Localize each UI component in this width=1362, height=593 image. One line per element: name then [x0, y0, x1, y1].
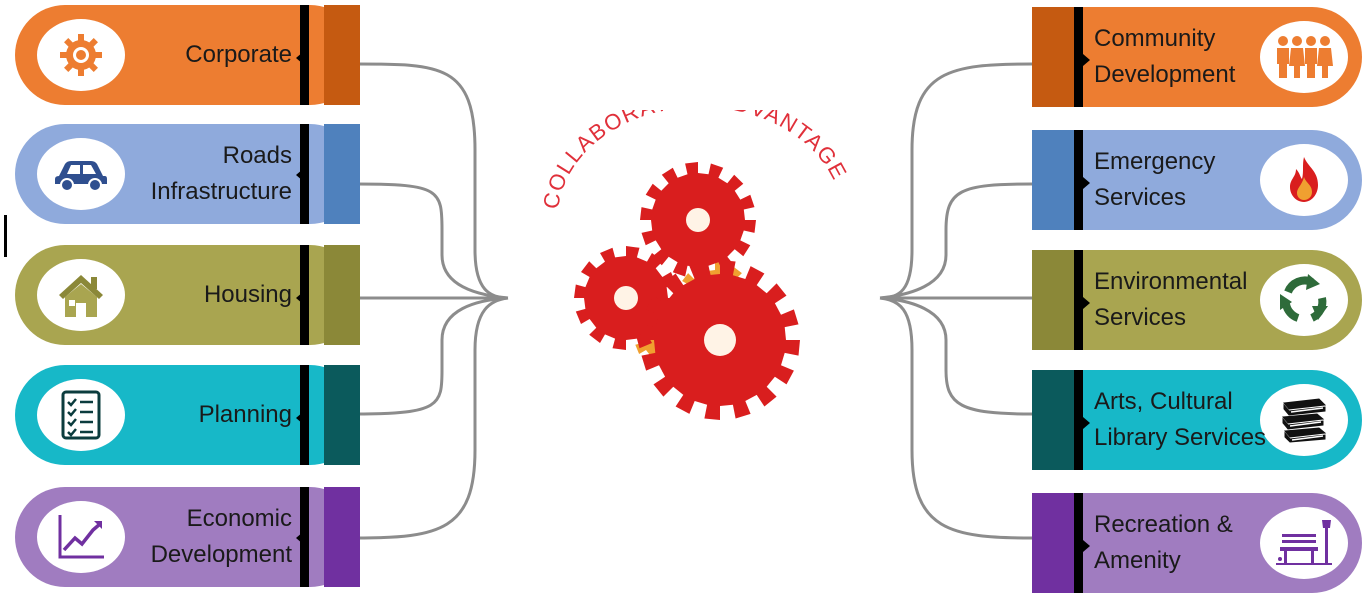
pill-divider	[300, 487, 309, 587]
left-pill-housing: Housing	[15, 245, 360, 345]
icon-badge	[1260, 144, 1348, 216]
icon-badge	[37, 501, 125, 573]
pill-label-line: Services	[1094, 184, 1187, 211]
pill-divider	[300, 365, 309, 465]
icon-badge	[1260, 384, 1348, 456]
people-icon	[1277, 36, 1333, 78]
pointer-arrow	[1083, 540, 1090, 552]
pill-divider	[300, 124, 309, 224]
icon-badge	[37, 259, 125, 331]
pill-label-line: Development	[150, 541, 292, 568]
icon-badge	[37, 19, 125, 91]
pointer-arrow	[1083, 177, 1090, 189]
books-icon	[1282, 398, 1327, 443]
pill-divider	[1074, 130, 1083, 230]
pill-label: Housing	[82, 245, 292, 345]
pointer-arrow	[296, 52, 303, 64]
icon-badge	[37, 379, 125, 451]
pill-divider	[1074, 370, 1083, 470]
gears-illustration	[574, 162, 800, 420]
pill-tab	[324, 487, 360, 587]
pill-label-line: Corporate	[185, 41, 292, 68]
pill-label: Planning	[82, 365, 292, 465]
left-pill-planning: Planning	[15, 365, 360, 465]
pill-label-line: Environmental	[1094, 268, 1248, 295]
pill-label-line: Library Services	[1094, 424, 1267, 451]
pill-label-line: Economic	[186, 505, 292, 532]
right-pill-recreation-amenity: Recreation & Amenity	[1032, 493, 1362, 593]
car-icon	[55, 161, 107, 192]
pill-label: Recreation & Amenity	[1094, 493, 1294, 593]
pill-tab	[324, 124, 360, 224]
house-icon	[59, 275, 103, 317]
pill-label-line: Roads	[222, 142, 292, 169]
pointer-arrow	[296, 292, 303, 304]
pill-label-line: Planning	[198, 401, 292, 428]
pill-tab	[1032, 493, 1074, 593]
fire-icon	[1290, 157, 1318, 202]
divider-mark	[4, 215, 7, 257]
pill-tab	[1032, 7, 1074, 107]
pill-tab	[1032, 250, 1074, 350]
pill-label-line: Emergency	[1094, 148, 1216, 175]
pointer-arrow	[296, 532, 303, 544]
pill-divider	[1074, 493, 1083, 593]
pill-tab	[1032, 370, 1074, 470]
pill-divider	[1074, 250, 1083, 350]
pointer-arrow	[296, 169, 303, 181]
pointer-arrow	[1083, 417, 1090, 429]
icon-badge	[1260, 264, 1348, 336]
pill-label-line: Services	[1094, 304, 1187, 331]
pill-tab	[324, 245, 360, 345]
gear-left	[574, 246, 678, 350]
pill-label-line: Amenity	[1094, 547, 1181, 574]
pill-divider	[300, 245, 309, 345]
pill-label: Corporate	[82, 5, 292, 105]
growth-chart-icon	[58, 515, 104, 559]
park-bench-icon	[1276, 520, 1332, 565]
pill-tab	[324, 5, 360, 105]
pill-divider	[300, 5, 309, 105]
gear-top	[640, 162, 756, 278]
pill-label-line: Recreation &	[1094, 511, 1233, 538]
pill-label-line: Community	[1094, 25, 1216, 52]
pill-tab	[1032, 130, 1074, 230]
left-pill-corporate: Corporate	[15, 5, 360, 105]
gear-large	[640, 260, 800, 420]
pill-label-line: Arts, Cultural	[1094, 388, 1233, 415]
gear-icon	[60, 34, 102, 76]
recycle-icon	[1280, 274, 1328, 322]
checklist-icon	[61, 390, 101, 440]
icon-badge	[37, 138, 125, 210]
icon-badge	[1260, 21, 1348, 93]
pill-label-line: Infrastructure	[150, 178, 292, 205]
icon-badge	[1260, 507, 1348, 579]
pill-label-line: Housing	[203, 281, 292, 308]
pointer-arrow	[1083, 297, 1090, 309]
pill-tab	[324, 365, 360, 465]
pill-divider	[1074, 7, 1083, 107]
pointer-arrow	[1083, 54, 1090, 66]
pointer-arrow	[296, 412, 303, 424]
pill-label-line: Development	[1094, 61, 1236, 88]
